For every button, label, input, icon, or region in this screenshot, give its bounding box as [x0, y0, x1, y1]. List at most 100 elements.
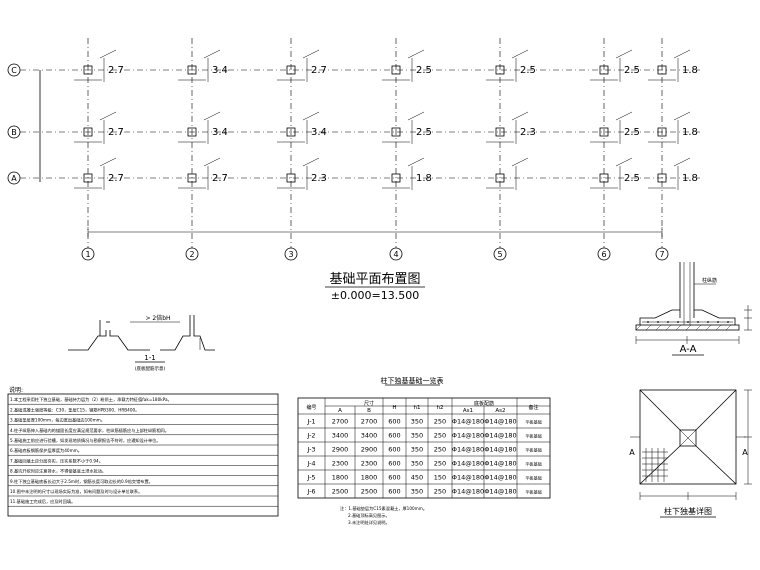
table-cell: 350 [411, 446, 423, 454]
foundation-plan: 2.7 3.4 2.7 2.5 2.5 2.5 1.8 2.7 3.4 3.4 2.5 2.3 2.5 1… [7, 38, 700, 302]
svg-text:> 2倍bH: > 2倍bH [145, 314, 170, 322]
pad-size-label: 2.5 [624, 173, 640, 184]
table-cell: Φ14@180 [484, 418, 516, 426]
pad-size-label: 3.4 [311, 127, 327, 138]
svg-text:A: A [11, 174, 17, 183]
table-cell: Φ14@180 [452, 474, 484, 482]
table-cell: 平板基础 [525, 489, 542, 496]
note-line: 3.基础垫层厚100mm，每边宽出基础边100mm。 [10, 417, 105, 424]
pad-size-label: 2.5 [624, 65, 640, 76]
small-section-label: 1-1 [144, 354, 155, 362]
column-rebar-label: 柱纵筋 [702, 277, 717, 284]
svg-text:B: B [11, 128, 17, 137]
footing-pad: 3.4 [178, 111, 228, 144]
horizontal-axis-lines [20, 69, 700, 179]
column-axis-bubbles: 1 2 3 4 5 6 7 [81, 247, 669, 261]
table-cell: 600 [388, 474, 400, 482]
table-cell: 平板基础 [525, 447, 542, 454]
vertical-axis-lines [87, 38, 663, 248]
column-axis-bubble-1: 1 [81, 247, 95, 261]
footing-pad: 2.7 [74, 157, 124, 190]
pad-size-label: 2.7 [108, 173, 124, 184]
row-axis-bubble-a: A [7, 171, 21, 185]
rebar-quarter-pattern [642, 448, 668, 482]
pad-size-label: 2.7 [108, 127, 124, 138]
table-cell: Φ14@180 [484, 488, 516, 496]
pad-size-label: 2.5 [416, 65, 432, 76]
row-axis-bubble-b: B [7, 125, 21, 139]
note-line: 5.基础施工前应进行验槽，如发现地质情况与勘察报告不符时，应通知设计单位。 [10, 437, 161, 444]
pad-size-label: 2.5 [624, 127, 640, 138]
pad-size-label: 3.4 [212, 127, 228, 138]
footing-pad: 1.8 [648, 111, 698, 144]
svg-text:7: 7 [659, 250, 664, 259]
table-cell: 1800 [332, 474, 349, 482]
table-footnote: 3.未注明处详见说明。 [348, 519, 390, 526]
column-axis-bubble-2: 2 [185, 247, 199, 261]
footing-pads: 2.7 3.4 2.7 2.5 2.5 2.5 1.8 2.7 3.4 3.4 2.5 2.3 2.5 1… [74, 49, 698, 190]
pad-size-label: 3.4 [212, 65, 228, 76]
table-cell: 3400 [361, 432, 378, 440]
table-subheader: H [392, 405, 396, 411]
table-cell: 600 [388, 488, 400, 496]
svg-text:3: 3 [288, 250, 293, 259]
table-cell: 2500 [361, 488, 378, 496]
table-cell: J-6 [306, 488, 315, 496]
bottom-rebar-dots [647, 321, 729, 323]
svg-text:6: 6 [601, 250, 606, 259]
footing-pad: 1.8 [382, 157, 432, 190]
table-subheader: As2 [495, 408, 505, 414]
table-cell: 350 [411, 488, 423, 496]
table-cell: 250 [434, 432, 446, 440]
cut-mark-right: A [742, 448, 748, 457]
table-cell: J-3 [306, 446, 315, 454]
footing-pad: 3.4 [178, 49, 228, 82]
table-cell: 450 [411, 474, 423, 482]
pad-size-label: 2.7 [212, 173, 228, 184]
footing-pad: 2.3 [486, 111, 536, 144]
table-header: 备注 [528, 404, 538, 411]
note-line: 8.基坑开挖时应注意排水，不得使基底土浸水扰动。 [10, 468, 106, 475]
footing-pad: 2.5 [382, 111, 432, 144]
table-subheader: h2 [437, 405, 444, 411]
table-header: 编号 [306, 404, 316, 411]
table-cell: 平板基础 [525, 419, 542, 426]
table-cell: 2900 [332, 446, 349, 454]
pad-size-label: 2.5 [416, 127, 432, 138]
table-cell: 350 [411, 432, 423, 440]
note-line: 9.柱下独立基础底板长边大于2.5m时，钢筋长度可取边长的0.9倍交错布置。 [10, 478, 153, 485]
svg-text:5: 5 [497, 250, 502, 259]
table-cell: Φ14@180 [484, 446, 516, 454]
footing-pad: 2.5 [590, 49, 640, 82]
table-cell: 150 [434, 474, 446, 482]
pad-size-label: 1.8 [416, 173, 432, 184]
footing-plan-detail: A A 柱下独基详图 [629, 389, 752, 518]
footing-pad: 1.8 [648, 157, 698, 190]
column-axis-bubble-7: 7 [655, 247, 669, 261]
footing-pad: 2.7 [178, 157, 228, 190]
footing-pad: 2.5 [382, 49, 432, 82]
table-cell: J-1 [306, 418, 315, 426]
note-line: 11.基础施工完成后，应及时回填。 [10, 498, 75, 505]
table-cell: Φ14@180 [484, 432, 516, 440]
table-subheader: B [367, 408, 371, 414]
table-cell: Φ14@180 [484, 474, 516, 482]
footing-pad [486, 157, 529, 190]
svg-text:1: 1 [85, 250, 90, 259]
table-cell: Φ14@180 [452, 446, 484, 454]
notes-heading: 说明: [9, 386, 23, 394]
note-line: 6.基础底板钢筋保护层厚度为40mm。 [10, 447, 82, 454]
table-footnotes: 注：1.基础垫层为C15素混凝土，厚100mm。2.基础顶标高见图示。3.未注明… [340, 505, 427, 526]
table-footnote: 注：1.基础垫层为C15素混凝土，厚100mm。 [340, 505, 427, 512]
table-subheader: h1 [414, 405, 421, 411]
footing-pad: 2.7 [74, 111, 124, 144]
column-axis-bubble-4: 4 [389, 247, 403, 261]
column-axis-bubble-5: 5 [493, 247, 507, 261]
footing-pad: 2.5 [590, 157, 640, 190]
small-section-sublabel: (底板配筋示意) [135, 365, 166, 372]
svg-text:2: 2 [189, 250, 194, 259]
table-subheader: A [338, 408, 342, 414]
table-cell: 350 [411, 418, 423, 426]
design-notes: 说明: 1.本工程采用柱下独立基础，基础持力层为（2）粉质土，承载力特征值fak… [7, 386, 279, 517]
